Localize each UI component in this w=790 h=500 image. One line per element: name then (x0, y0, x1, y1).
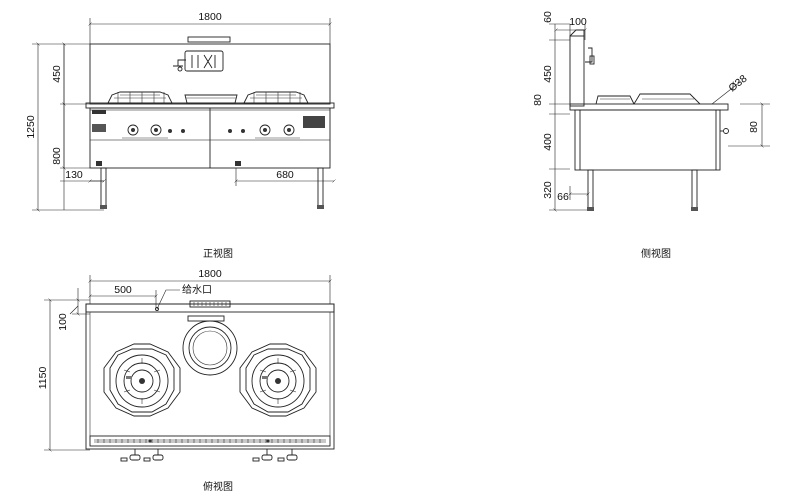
knob-icon (283, 124, 295, 136)
side-dims-top: 100 60 450 80 400 320 (532, 11, 590, 212)
top-wok-pot (182, 320, 238, 376)
knob-icon (259, 124, 271, 136)
top-view: 1800 500 给水口 1150 100 (37, 268, 335, 493)
top-view-caption: 俯视图 (203, 480, 233, 493)
top-burner-left (103, 343, 181, 417)
side-rim-label: 80 (532, 94, 544, 106)
side-body-label: 400 (542, 133, 554, 151)
side-splash-label: 450 (542, 65, 554, 83)
front-view-caption: 正视图 (203, 247, 233, 260)
side-legs-label: 320 (542, 181, 554, 199)
front-wok (184, 94, 238, 104)
gas-inlet-icon (723, 128, 729, 134)
front-legs (100, 167, 324, 209)
top-body (85, 303, 335, 450)
side-faucet-icon (585, 47, 593, 63)
top-depth-label: 1150 (37, 367, 49, 390)
front-controls-right (228, 116, 325, 139)
knob-icon (129, 454, 141, 461)
side-depth-top-label: 100 (569, 16, 587, 28)
side-pipe-dia-label: Ø38 (726, 73, 749, 95)
side-view: 100 60 450 80 400 320 (532, 11, 770, 260)
faucet-icon (173, 36, 231, 72)
top-knobs (120, 449, 298, 462)
knob-icon (261, 454, 273, 461)
side-pipe-height-label: 80 (748, 121, 760, 133)
front-backsplash (89, 43, 331, 105)
front-leg-offset-label: 130 (65, 169, 83, 181)
knob-icon (150, 124, 162, 136)
top-inlet-offset-label: 500 (114, 284, 132, 296)
side-top-label: 60 (542, 11, 554, 23)
knob-icon (127, 124, 139, 136)
top-back-label: 100 (57, 313, 69, 331)
front-controls-left (92, 110, 185, 139)
front-burner-left (107, 91, 173, 104)
water-inlet-label: 给水口 (182, 283, 212, 296)
top-drain-grate (89, 435, 331, 447)
front-right-width-label: 680 (276, 169, 294, 181)
side-backsplash (569, 35, 585, 107)
side-burner (595, 95, 635, 105)
top-width-label: 1800 (198, 268, 222, 280)
top-faucet-icon (187, 300, 231, 322)
knob-icon (152, 454, 164, 461)
side-wok (633, 93, 701, 105)
front-total-height-label: 1250 (25, 115, 37, 139)
side-body (574, 109, 721, 171)
knob-icon (286, 454, 298, 461)
front-dim-width: 1800 (88, 11, 332, 44)
front-dim-bottom: 130 680 (60, 168, 336, 186)
front-view: 1800 (25, 11, 336, 260)
side-counter (569, 103, 729, 111)
top-burner-right (239, 343, 317, 417)
side-view-caption: 侧视图 (641, 247, 671, 260)
front-burner-right (243, 91, 309, 104)
front-counter-label: 800 (51, 147, 63, 165)
front-dim-vertical: 1250 450 800 (25, 42, 104, 212)
front-splash-label: 450 (51, 65, 63, 83)
front-width-label: 1800 (198, 11, 222, 23)
side-leg-inset-label: 66 (557, 191, 569, 203)
